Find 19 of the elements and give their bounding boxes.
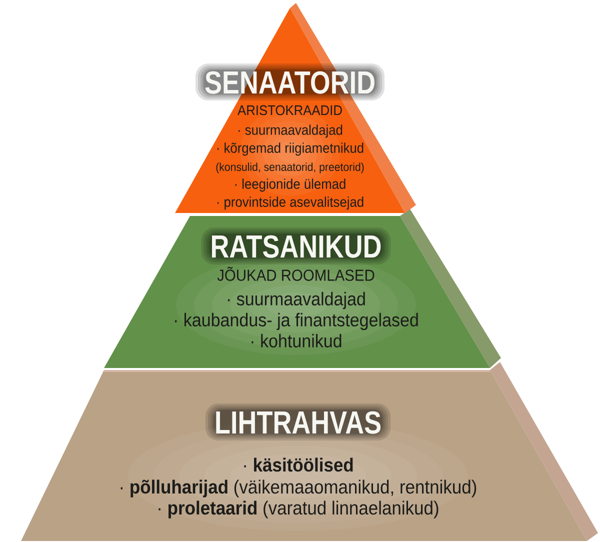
tier-heading: SENAATORID <box>195 63 385 101</box>
tier-subtitle: JÕUKAD ROOMLASED <box>217 266 374 281</box>
list-item: · provintside asevalitsejad <box>217 196 364 210</box>
pyramid-tier <box>104 209 501 368</box>
list-item: · suurmaavaldajad <box>238 124 342 138</box>
list-item: · suurmaavaldajad <box>228 292 365 310</box>
list-item: · leegionide ülemad <box>235 178 346 192</box>
list-item: · käsitöölised <box>244 458 353 472</box>
tier-subtitle: ARISTOKRAADID <box>238 105 342 116</box>
list-item: · põlluharijad (väikemaaomanikud, rentnikud) <box>120 480 476 498</box>
list-item: · proletaarid (varatud linnaelanikud) <box>158 500 438 518</box>
pyramid-tier <box>175 3 416 213</box>
list-note: (konsulid, senaatorid, preetorid) <box>216 162 364 174</box>
tier-heading: RATSANIKUD <box>201 227 391 265</box>
pyramid-tier <box>21 362 598 541</box>
tier-heading: LIHTRAHVAS <box>205 404 391 441</box>
list-item: · kohtunikud <box>252 334 342 348</box>
list-item: · kaubandus- ja finantstegelased <box>175 312 418 330</box>
list-item: · kõrgemad riigiametnikud <box>217 142 364 156</box>
